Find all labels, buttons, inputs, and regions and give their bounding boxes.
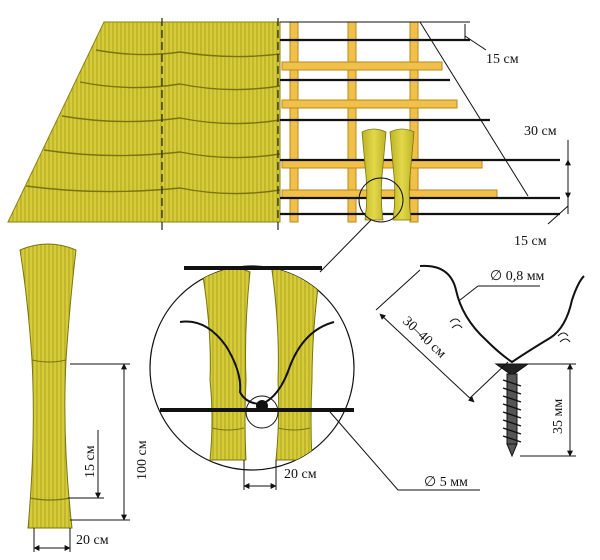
detail-leader-line: [319, 219, 372, 273]
label-rod-diameter: ∅ 5 мм: [424, 475, 468, 490]
wire-screw-detail: ∅ 0,8 мм 30–40 см 35 мм: [375, 264, 585, 458]
wire-break-marks: [449, 318, 571, 343]
label-wire-diameter: ∅ 0,8 мм: [490, 269, 545, 284]
label-bundle-width: 20 см: [76, 533, 109, 548]
label-bundle-tie: 15 см: [83, 445, 98, 478]
thatch-roof-body: [7, 21, 281, 223]
detail-circle: [149, 265, 355, 471]
small-bundle-pair: [361, 128, 415, 221]
label-row-spacing: 30 см: [524, 124, 557, 139]
batten-horizontal: [281, 189, 498, 199]
label-detail-width: 20 см: [284, 467, 317, 482]
detail-view: 20 см ∅ 5 мм: [149, 265, 480, 491]
dim-top-gap: 15 см: [464, 24, 519, 67]
thatch-roof: [7, 18, 281, 232]
label-wire-length: 30–40 см: [399, 314, 449, 362]
label-bundle-height: 100 см: [135, 440, 150, 480]
reed-bundle: 100 см 15 см 20 см: [19, 243, 150, 552]
dim-row-spacing: 30 см: [524, 124, 571, 199]
fastening-wire: [419, 264, 585, 364]
screw: [494, 363, 530, 458]
roof-slope-line: [419, 21, 529, 197]
batten-lattice: [280, 21, 560, 273]
detail-knot-ring: [245, 395, 279, 429]
detail-knot: [256, 400, 268, 412]
label-screw-length: 35 мм: [551, 399, 566, 434]
dim-bottom-gap: 15 см: [514, 198, 569, 249]
detail-marker-circle: [358, 177, 404, 223]
thatch-courses: [25, 49, 281, 195]
reed-bundle-body: [19, 243, 77, 529]
label-bottom-gap: 15 см: [514, 234, 547, 249]
rod-diameter-leader: [329, 411, 480, 491]
batten-horizontal: [281, 99, 458, 109]
rod-lines: [280, 38, 560, 216]
label-top-gap: 15 см: [486, 52, 519, 67]
batten-horizontal: [281, 61, 443, 71]
